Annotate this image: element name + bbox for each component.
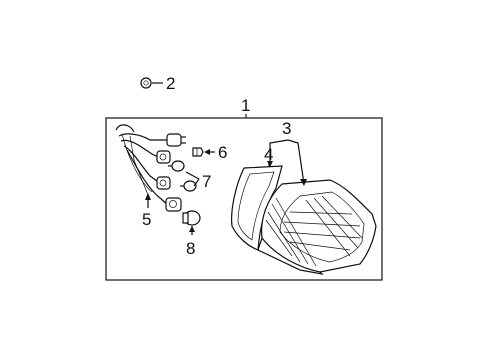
socket-4 — [165, 197, 182, 212]
leader-3a — [269, 139, 289, 162]
assembly-frame — [105, 117, 383, 281]
arrowhead-6 — [204, 149, 210, 155]
leader-3b — [287, 139, 305, 185]
arrowhead-5 — [145, 193, 151, 200]
leader-7b — [193, 178, 200, 187]
arrowhead-4 — [267, 161, 273, 167]
leader-7a — [185, 171, 200, 180]
arrowhead-3 — [300, 179, 307, 186]
bulb-upper — [168, 160, 185, 172]
arrowhead-8 — [189, 226, 195, 232]
wedge-bulb — [192, 147, 204, 157]
nut-part — [140, 77, 152, 89]
lamp-housing — [257, 179, 377, 275]
callout-8: 8 — [186, 239, 195, 258]
callout-2: 2 — [166, 74, 175, 93]
callout-4: 4 — [264, 145, 273, 164]
callout-5: 5 — [142, 210, 151, 229]
socket-1 — [166, 133, 186, 147]
callout-1: 1 — [241, 96, 250, 115]
round-bulb — [182, 210, 201, 226]
bulb-lower — [180, 180, 197, 192]
callout-7: 7 — [202, 172, 211, 191]
wire-harness — [115, 124, 169, 206]
socket-3 — [156, 176, 171, 190]
callout-3: 3 — [282, 119, 291, 138]
socket-2 — [156, 150, 171, 164]
callout-6: 6 — [218, 143, 227, 162]
